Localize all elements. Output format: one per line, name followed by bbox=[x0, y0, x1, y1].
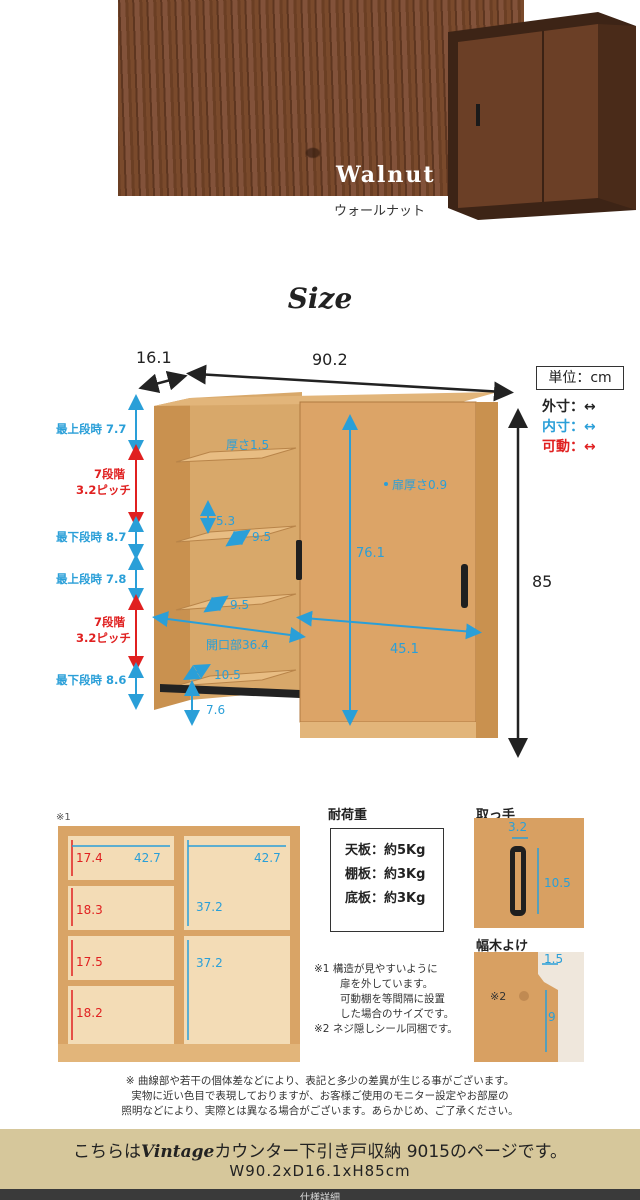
footnote-line-1: ※ 曲線部や若干の個体差などにより、表記と多少の差異が生じる事がございます。 bbox=[125, 1075, 515, 1087]
dim-shelf-depth-1: 9.5 bbox=[252, 530, 272, 544]
front-right-height-2: 37.2 bbox=[196, 956, 223, 970]
note-1: ※1 構造が見やすいように bbox=[314, 963, 438, 975]
footnote-line-2: 実物に近い色目で表現しておりますが、お客様ご使用のモニター設定やお部屋の bbox=[131, 1090, 509, 1102]
baseboard-mark: ※2 bbox=[490, 990, 507, 1003]
load-box: 天板：約5Kg 棚板：約3Kg 底板：約3Kg bbox=[330, 828, 444, 932]
front-view-diagram bbox=[58, 826, 300, 1062]
side-pitch-1a: 7段階 bbox=[94, 467, 126, 481]
legend-inner-text: 内寸： bbox=[542, 419, 584, 435]
dim-door-width: 45.1 bbox=[390, 642, 419, 657]
baseboard-height: 9 bbox=[548, 1010, 556, 1024]
banner-dimensions: W90.2xD16.1xH85cm bbox=[229, 1162, 411, 1180]
note-4: した場合のサイズです。 bbox=[340, 1008, 455, 1020]
front-col-width-1: 42.7 bbox=[134, 851, 161, 865]
baseboard-title: 幅木よけ bbox=[476, 939, 529, 954]
banner-title[interactable]: こちらはVintageカウンター下引き戸収納 9015のページです。 bbox=[0, 1137, 640, 1162]
note-2: 扉を外しています。 bbox=[340, 978, 434, 990]
side-bottom-2: 最下段時 8.6 bbox=[56, 673, 127, 687]
footnote-line-3: 照明などにより、実際とは異なる場合がございます。あらかじめ、ご了承ください。 bbox=[121, 1105, 519, 1117]
color-name-jp: ウォールナット bbox=[334, 204, 426, 219]
dim-shelf-thickness: 厚さ1.5 bbox=[226, 438, 270, 452]
cabinet-dimension-diagram bbox=[128, 364, 528, 758]
baseboard-detail-image bbox=[474, 952, 584, 1062]
front-view-note-mark: ※1 bbox=[56, 812, 71, 823]
dim-shelf-depth-2: 9.5 bbox=[230, 598, 250, 612]
legend-inner: 内寸：↔ bbox=[542, 419, 596, 435]
side-pitch-2b: 3.2ピッチ bbox=[76, 631, 131, 645]
dim-base-height: 7.6 bbox=[206, 703, 226, 717]
legend-movable: 可動：↔ bbox=[542, 439, 596, 455]
baseboard-width: 1.5 bbox=[544, 952, 564, 966]
note-5: ※2 ネジ隠しシール同梱です。 bbox=[314, 1023, 458, 1035]
dim-height: 85 bbox=[532, 572, 553, 591]
size-title: Size bbox=[287, 282, 353, 315]
load-row-bottom: 底板：約3Kg bbox=[345, 891, 426, 906]
front-row-height-2: 18.3 bbox=[76, 903, 103, 917]
dim-shelf-depth-3: 10.5 bbox=[214, 668, 241, 682]
handle-detail-image bbox=[474, 818, 584, 928]
color-name-en: Walnut bbox=[336, 162, 436, 188]
side-top-2: 最上段時 7.8 bbox=[56, 572, 127, 586]
side-pitch-1b: 3.2ピッチ bbox=[76, 483, 131, 497]
spec-details-label: 仕様詳細 bbox=[300, 1193, 340, 1200]
banner-suffix: カウンター下引き戸収納 9015のページです。 bbox=[214, 1142, 567, 1162]
handle-width: 3.2 bbox=[508, 820, 528, 834]
footnote: ※ 曲線部や若干の個体差などにより、表記と多少の差異が生じる事がございます。 実… bbox=[0, 1074, 640, 1119]
walnut-cabinet-image bbox=[448, 12, 636, 220]
handle-height: 10.5 bbox=[544, 876, 571, 890]
legend-outer-text: 外寸： bbox=[542, 399, 584, 415]
units-label: 単位：cm bbox=[536, 366, 624, 390]
product-banner[interactable] bbox=[0, 1129, 640, 1189]
dim-width: 90.2 bbox=[312, 350, 348, 369]
dim-opening: 開口部36.4 bbox=[206, 638, 269, 652]
front-col-width-2: 42.7 bbox=[254, 851, 281, 865]
banner-brand: Vintage bbox=[141, 1142, 215, 1162]
dim-depth: 16.1 bbox=[136, 348, 172, 367]
legend-movable-text: 可動： bbox=[542, 439, 584, 455]
side-pitch-2a: 7段階 bbox=[94, 615, 126, 629]
load-title: 耐荷重 bbox=[328, 808, 368, 823]
dim-door-thickness: 扉厚さ0.9 bbox=[392, 478, 448, 492]
dim-shelf-gap: 5.3 bbox=[216, 514, 236, 528]
load-row-shelf: 棚板：約3Kg bbox=[345, 867, 426, 882]
spec-details-bar[interactable]: 仕様詳細 bbox=[0, 1189, 640, 1200]
front-right-height-1: 37.2 bbox=[196, 900, 223, 914]
front-row-height-3: 17.5 bbox=[76, 955, 103, 969]
note-3: 可動棚を等間隔に設置 bbox=[340, 993, 445, 1005]
front-row-height-1: 17.4 bbox=[76, 851, 103, 865]
load-row-top: 天板：約5Kg bbox=[345, 843, 426, 858]
legend-outer: 外寸：↔ bbox=[542, 399, 596, 415]
banner-prefix: こちらは bbox=[73, 1142, 142, 1162]
side-bottom-1: 最下段時 8.7 bbox=[56, 530, 127, 544]
dim-door-height: 76.1 bbox=[356, 546, 385, 561]
front-row-height-4: 18.2 bbox=[76, 1006, 103, 1020]
side-top-1: 最上段時 7.7 bbox=[56, 422, 127, 436]
